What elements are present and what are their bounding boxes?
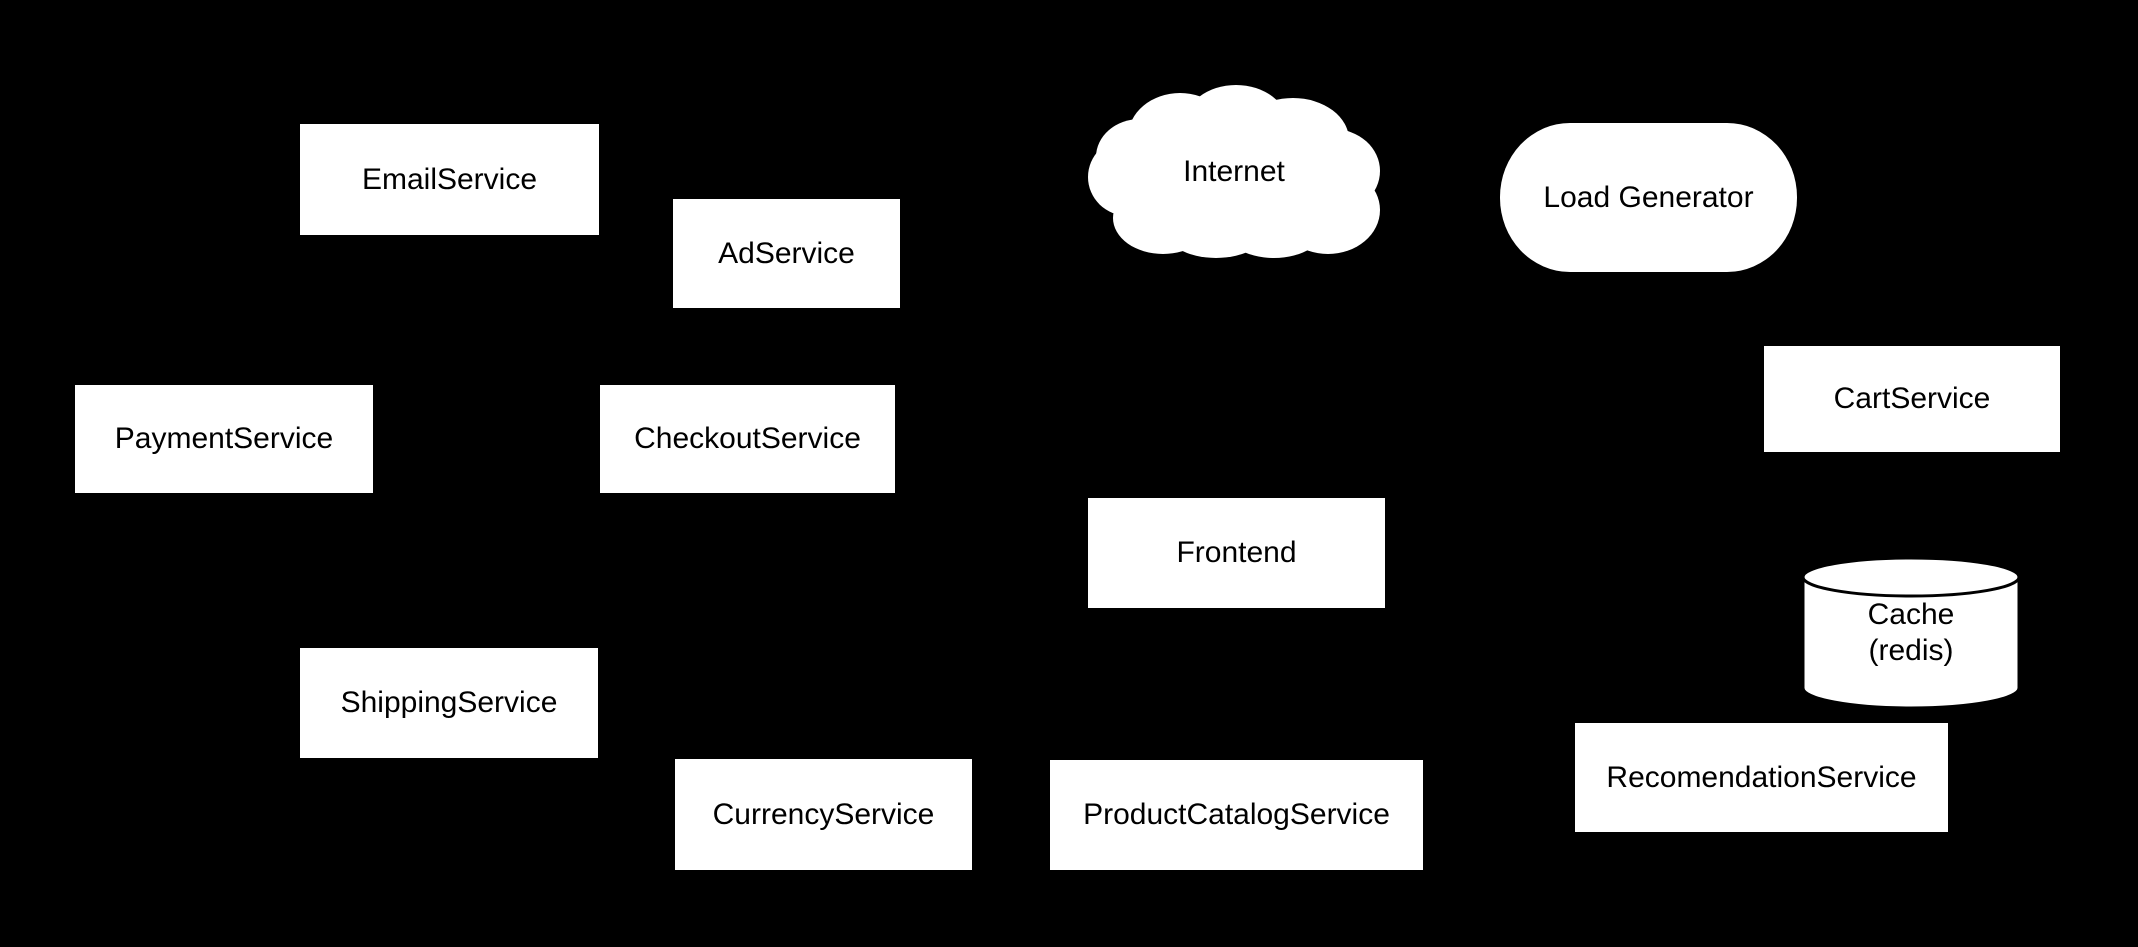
node-shipping-service[interactable]: ShippingService <box>300 648 598 758</box>
node-label-cart-service: CartService <box>1833 382 1991 416</box>
node-label-checkout-service: CheckoutService <box>634 422 861 456</box>
node-label-ad-service: AdService <box>718 236 855 270</box>
cloud-icon <box>1088 85 1380 258</box>
node-ad-service[interactable]: AdService <box>673 199 900 308</box>
node-internet[interactable]: Internet <box>1088 85 1380 258</box>
node-product-catalog-service[interactable]: ProductCatalogService <box>1050 760 1423 870</box>
node-email-service[interactable]: EmailService <box>300 124 599 235</box>
node-label-payment-service: PaymentService <box>114 422 334 456</box>
node-recomendation-service[interactable]: RecomendationService <box>1575 723 1948 832</box>
node-label-currency-service: CurrencyService <box>712 797 935 831</box>
node-label-load-generator: Load Generator <box>1543 180 1754 214</box>
node-checkout-service[interactable]: CheckoutService <box>600 385 895 493</box>
node-cart-service[interactable]: CartService <box>1764 346 2060 452</box>
database-cylinder-icon <box>1801 556 2021 710</box>
node-cache-redis[interactable]: Cache (redis) <box>1800 555 2022 710</box>
node-payment-service[interactable]: PaymentService <box>75 385 373 493</box>
node-load-generator[interactable]: Load Generator <box>1500 123 1797 272</box>
node-frontend[interactable]: Frontend <box>1088 498 1385 608</box>
node-label-product-catalog-service: ProductCatalogService <box>1083 798 1390 832</box>
node-label-recomendation-service: RecomendationService <box>1606 760 1917 794</box>
node-label-frontend: Frontend <box>1176 536 1297 570</box>
node-label-shipping-service: ShippingService <box>340 686 558 720</box>
node-label-email-service: EmailService <box>361 162 538 196</box>
node-currency-service[interactable]: CurrencyService <box>675 759 972 870</box>
node-label-internet: Internet <box>1183 154 1285 188</box>
node-label-cache-redis: Cache (redis) <box>1867 598 1955 667</box>
